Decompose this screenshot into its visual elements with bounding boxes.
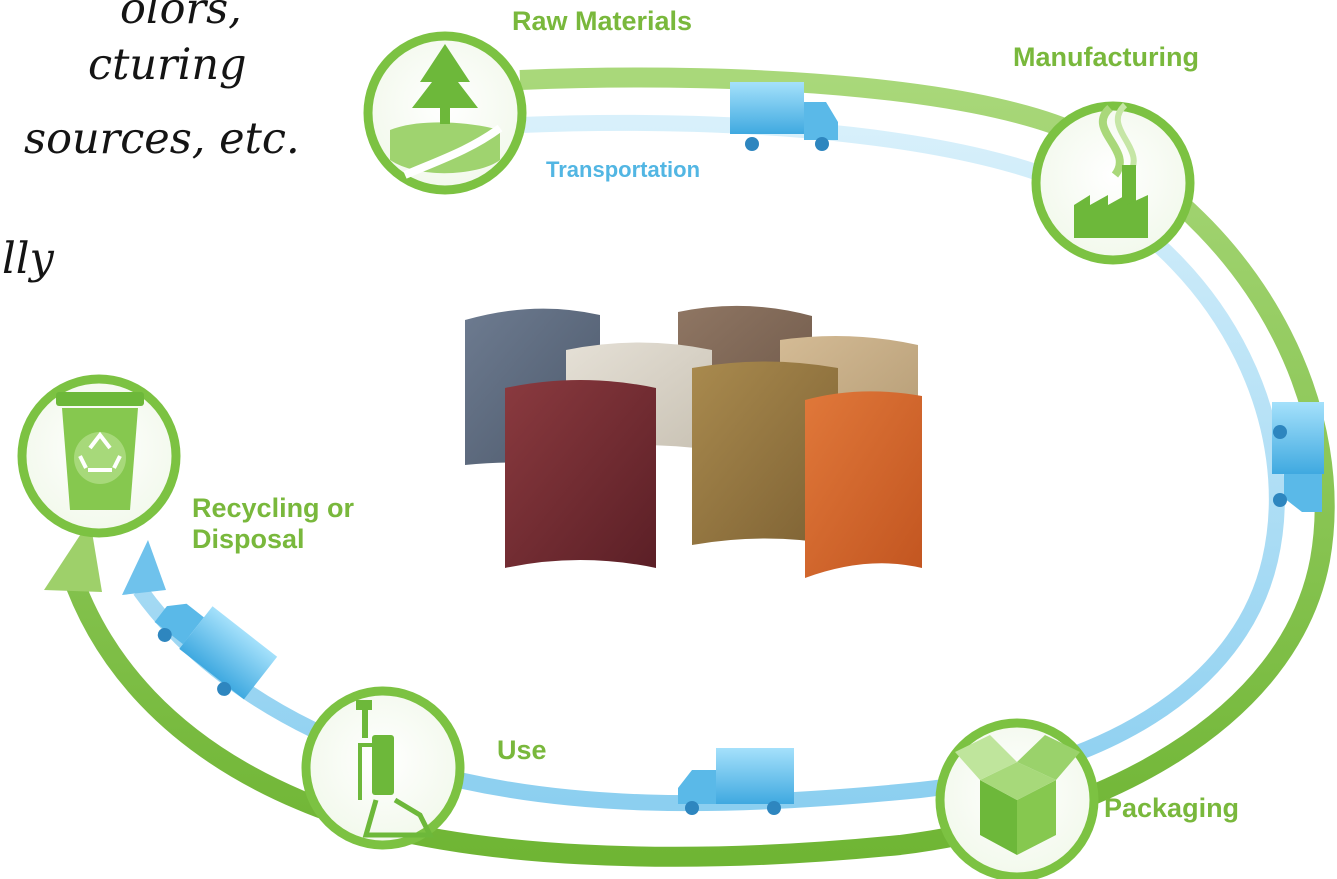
cropped-text-line: olors, [120, 0, 242, 34]
recycling-label-line: Disposal [192, 524, 305, 555]
green-arrowhead [44, 520, 102, 592]
cropped-text-block: olors, cturing sources, etc. lly [0, 0, 300, 300]
blue-arrowhead [122, 540, 166, 595]
carpet-samples [465, 305, 922, 578]
carpet-sample [805, 391, 922, 578]
use-label: Use [497, 735, 547, 765]
manufacturing-label: Manufacturing [1013, 42, 1199, 72]
vacuum-icon [356, 700, 435, 838]
truck-icon [678, 748, 794, 815]
carpet-sample [505, 380, 656, 568]
transportation-label: Transportation [546, 157, 701, 182]
raw-materials-label: Raw Materials [512, 6, 693, 36]
raw-materials-node [363, 31, 527, 195]
manufacturing-node [1031, 101, 1195, 265]
truck-icon [1272, 402, 1324, 512]
packaging-node [935, 718, 1099, 879]
cropped-text-line: lly [2, 234, 54, 284]
tree-icon [390, 44, 503, 179]
recycling-node [17, 374, 181, 538]
green-flow-band [60, 67, 1335, 867]
truck-icon [154, 603, 278, 700]
cropped-text-line: sources, etc. [24, 114, 300, 164]
carpet-sample [692, 361, 838, 545]
factory-icon [1074, 102, 1148, 238]
recycling-label-line: Recycling or [192, 493, 355, 523]
use-node [301, 686, 465, 850]
truck-icon [730, 82, 838, 151]
recycling-label: Recycling or Disposal [192, 493, 354, 555]
box-icon [955, 735, 1080, 855]
recycle-bin-icon [56, 392, 144, 510]
cropped-text-line: cturing [88, 40, 247, 90]
packaging-label: Packaging [1104, 793, 1240, 823]
